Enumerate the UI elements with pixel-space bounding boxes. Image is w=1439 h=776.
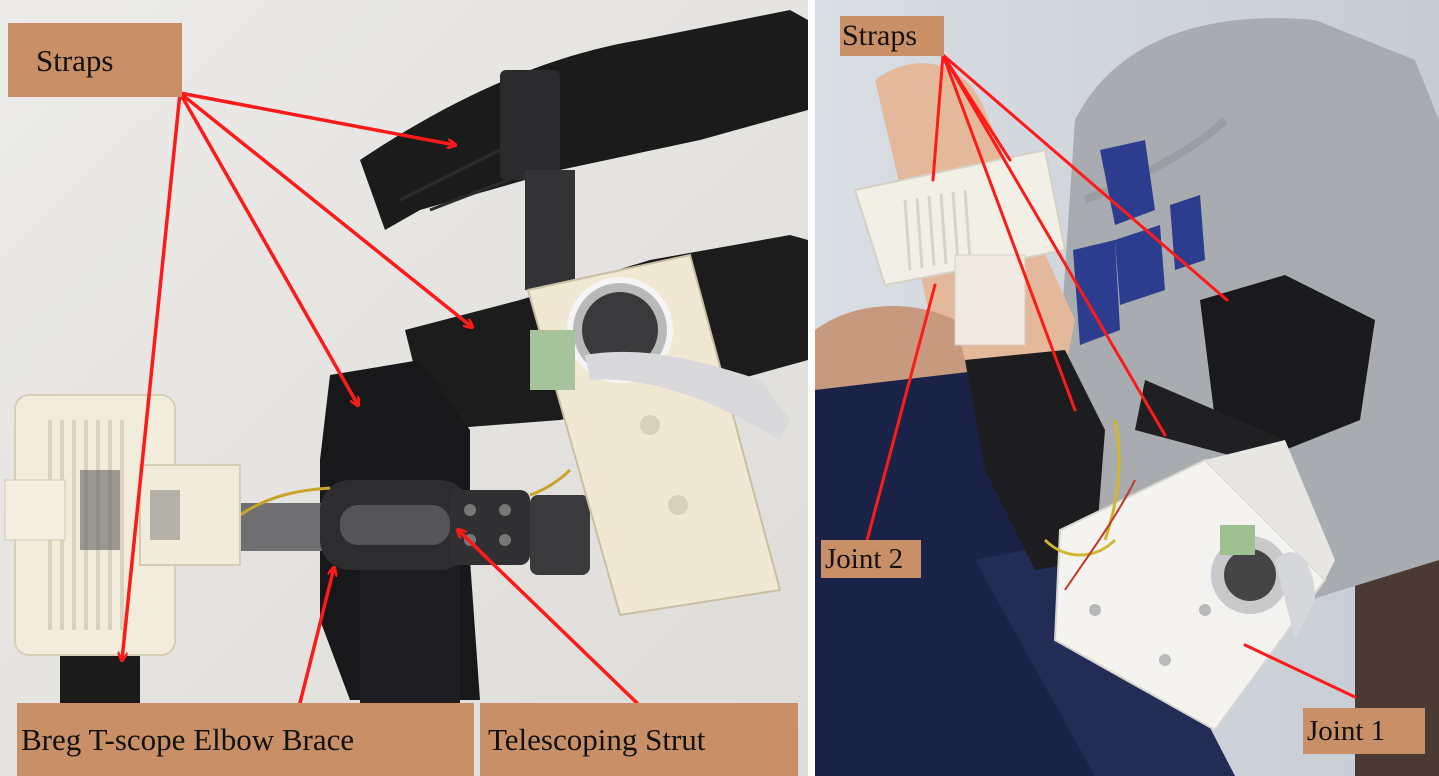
brace-label: Breg T-scope Elbow Brace xyxy=(17,703,474,776)
right-photo: Straps Joint 2 Joint 1 xyxy=(815,0,1439,776)
joint2-label: Joint 2 xyxy=(821,540,921,578)
straps-label-right: Straps xyxy=(840,16,944,56)
worn-exoskeleton-photo-illustration xyxy=(815,0,1439,776)
strut-label: Telescoping Strut xyxy=(480,703,798,776)
joint1-label: Joint 1 xyxy=(1303,708,1425,754)
straps-label-left: Straps xyxy=(8,23,182,97)
photo-divider xyxy=(808,0,815,776)
left-photo: Straps Breg T-scope Elbow Brace Telescop… xyxy=(0,0,808,776)
brace-photo-illustration xyxy=(0,0,808,776)
